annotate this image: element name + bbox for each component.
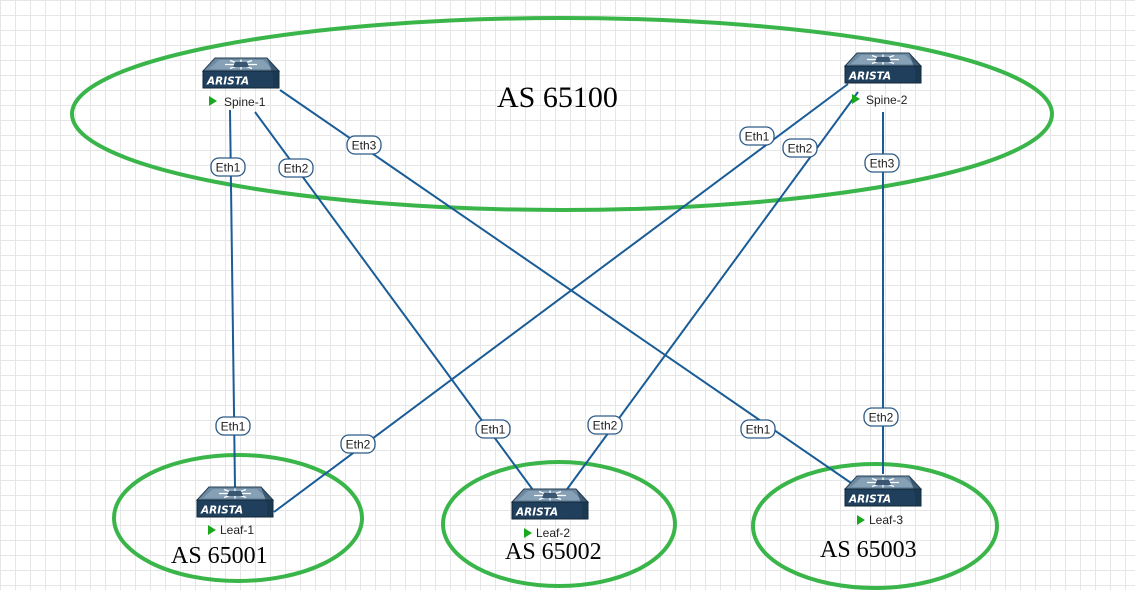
as-label-leaf2: AS 65002: [505, 539, 602, 565]
as-label-leaf1: AS 65001: [171, 543, 268, 569]
as-zone-spine: [70, 16, 1054, 212]
device-leaf1[interactable]: ARISTA Leaf-1: [196, 486, 274, 537]
svg-text:Spine-2: Spine-2: [866, 93, 908, 107]
svg-text:Eth2: Eth2: [593, 419, 618, 433]
running-status-icon: [209, 96, 217, 106]
svg-text:Eth1: Eth1: [746, 423, 771, 437]
device-leaf3[interactable]: ARISTA Leaf-3: [844, 475, 922, 527]
svg-text:Leaf-3: Leaf-3: [869, 513, 903, 527]
svg-text:Eth1: Eth1: [216, 161, 241, 175]
device-leaf2[interactable]: ARISTA Leaf-2: [511, 488, 589, 540]
port-label[interactable]: Eth2: [782, 138, 818, 158]
running-status-icon: [852, 94, 860, 104]
svg-text:Eth1: Eth1: [481, 423, 506, 437]
device-spine2[interactable]: ARISTA Spine-2: [844, 52, 922, 107]
as-zone-leaf3: [751, 462, 999, 590]
svg-text:Eth1: Eth1: [221, 420, 246, 434]
svg-text:Eth2: Eth2: [346, 438, 371, 452]
svg-text:Leaf-1: Leaf-1: [220, 523, 254, 537]
svg-text:Spine-1: Spine-1: [224, 95, 266, 109]
svg-text:Eth2: Eth2: [869, 411, 894, 425]
port-label[interactable]: Eth1: [475, 419, 511, 439]
port-label[interactable]: Eth3: [346, 135, 382, 155]
port-label[interactable]: Eth2: [587, 415, 623, 435]
running-status-icon: [857, 515, 865, 525]
svg-text:ARISTA: ARISTA: [848, 71, 891, 83]
as-zone-leaf2: [441, 460, 677, 588]
port-label[interactable]: Eth2: [340, 434, 376, 454]
port-label[interactable]: Eth1: [740, 419, 776, 439]
svg-text:ARISTA: ARISTA: [515, 507, 558, 519]
port-label[interactable]: Eth1: [210, 157, 246, 177]
as-label-spine: AS 65100: [497, 81, 618, 114]
running-status-icon: [208, 525, 216, 535]
svg-text:Eth3: Eth3: [352, 139, 377, 153]
as-label-leaf3: AS 65003: [820, 537, 917, 563]
device-spine1[interactable]: ARISTA Spine-1: [202, 57, 280, 109]
svg-text:Eth3: Eth3: [870, 157, 895, 171]
svg-text:Eth2: Eth2: [788, 142, 813, 156]
svg-text:Leaf-2: Leaf-2: [536, 526, 570, 540]
port-label[interactable]: Eth2: [863, 407, 899, 427]
svg-text:ARISTA: ARISTA: [206, 76, 249, 88]
running-status-icon: [524, 528, 532, 538]
port-label[interactable]: Eth2: [278, 158, 314, 178]
svg-text:ARISTA: ARISTA: [848, 494, 891, 506]
svg-text:Eth2: Eth2: [284, 162, 309, 176]
as-zone-leaf1: [112, 453, 364, 583]
port-label[interactable]: Eth1: [739, 126, 775, 146]
port-label[interactable]: Eth3: [864, 153, 900, 173]
svg-text:Eth1: Eth1: [745, 130, 770, 144]
port-label[interactable]: Eth1: [215, 416, 251, 436]
svg-text:ARISTA: ARISTA: [200, 505, 243, 517]
